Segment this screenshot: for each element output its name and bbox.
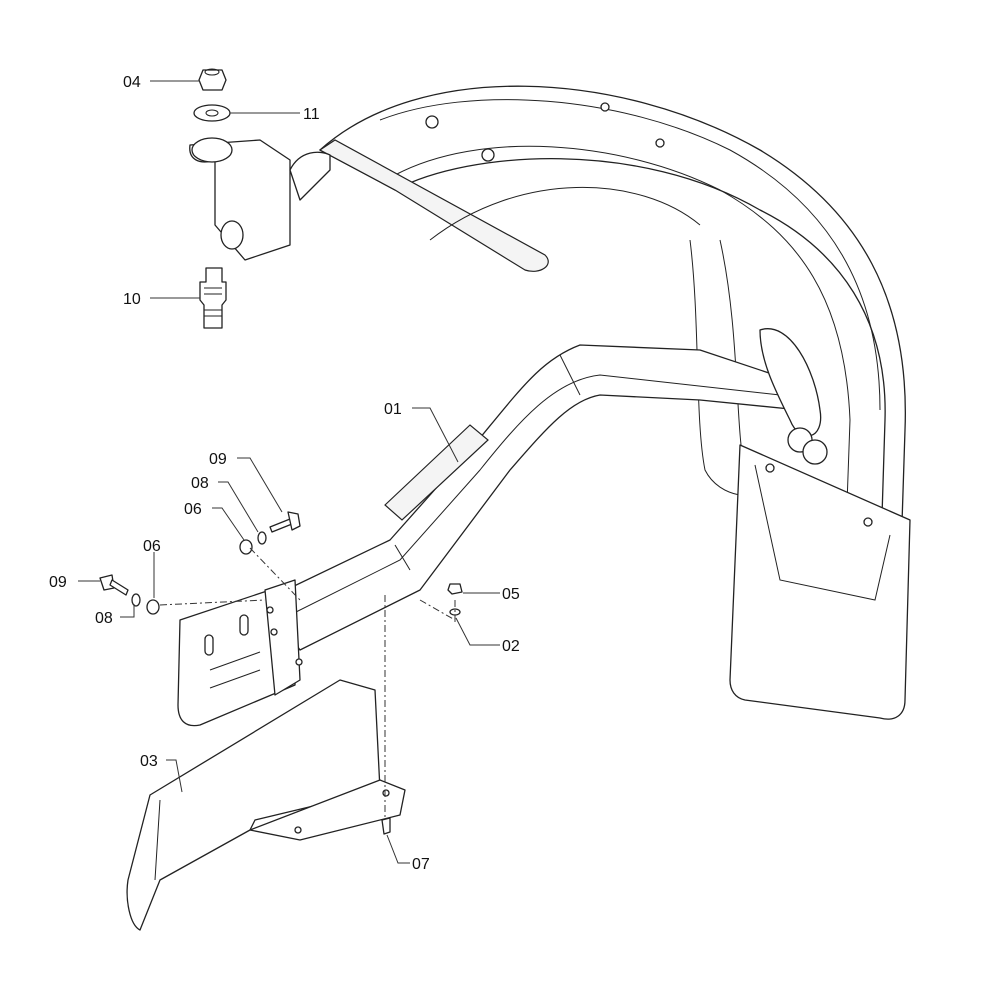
support-tube: [264, 328, 828, 651]
screw-07: [381, 817, 391, 835]
callout-09-upper: 09: [209, 451, 227, 468]
washer-06-lower: [146, 599, 160, 615]
nut-05: [447, 583, 463, 595]
washer-08-upper: [257, 531, 267, 545]
callout-11: 11: [303, 106, 320, 123]
callout-01: 01: [384, 401, 402, 418]
callout-06-upper: 06: [184, 501, 202, 518]
callout-09-lower: 09: [49, 574, 67, 591]
washer-08-lower: [131, 593, 141, 607]
callout-06-lower: 06: [143, 538, 161, 555]
callout-05: 05: [502, 586, 520, 603]
callout-08-lower: 08: [95, 610, 113, 627]
mudflap: [729, 444, 911, 720]
callout-04: 04: [123, 74, 141, 91]
bolt-09-upper: [269, 511, 301, 533]
fender: [318, 85, 906, 586]
nut-04: [198, 68, 227, 91]
callout-07: 07: [412, 856, 430, 873]
callout-10: 10: [123, 291, 141, 308]
leader-lines: [78, 80, 500, 864]
callout-03: 03: [140, 753, 158, 770]
washer-06-upper: [239, 539, 253, 555]
bolt-09-lower: [99, 574, 129, 596]
mounting-bracket: [177, 579, 303, 727]
hinge-bracket: [189, 137, 331, 261]
callout-02: 02: [502, 638, 520, 655]
bolt-10: [199, 267, 227, 329]
plate-03: [126, 679, 406, 931]
callout-08-upper: 08: [191, 475, 209, 492]
washer-11: [193, 104, 231, 122]
